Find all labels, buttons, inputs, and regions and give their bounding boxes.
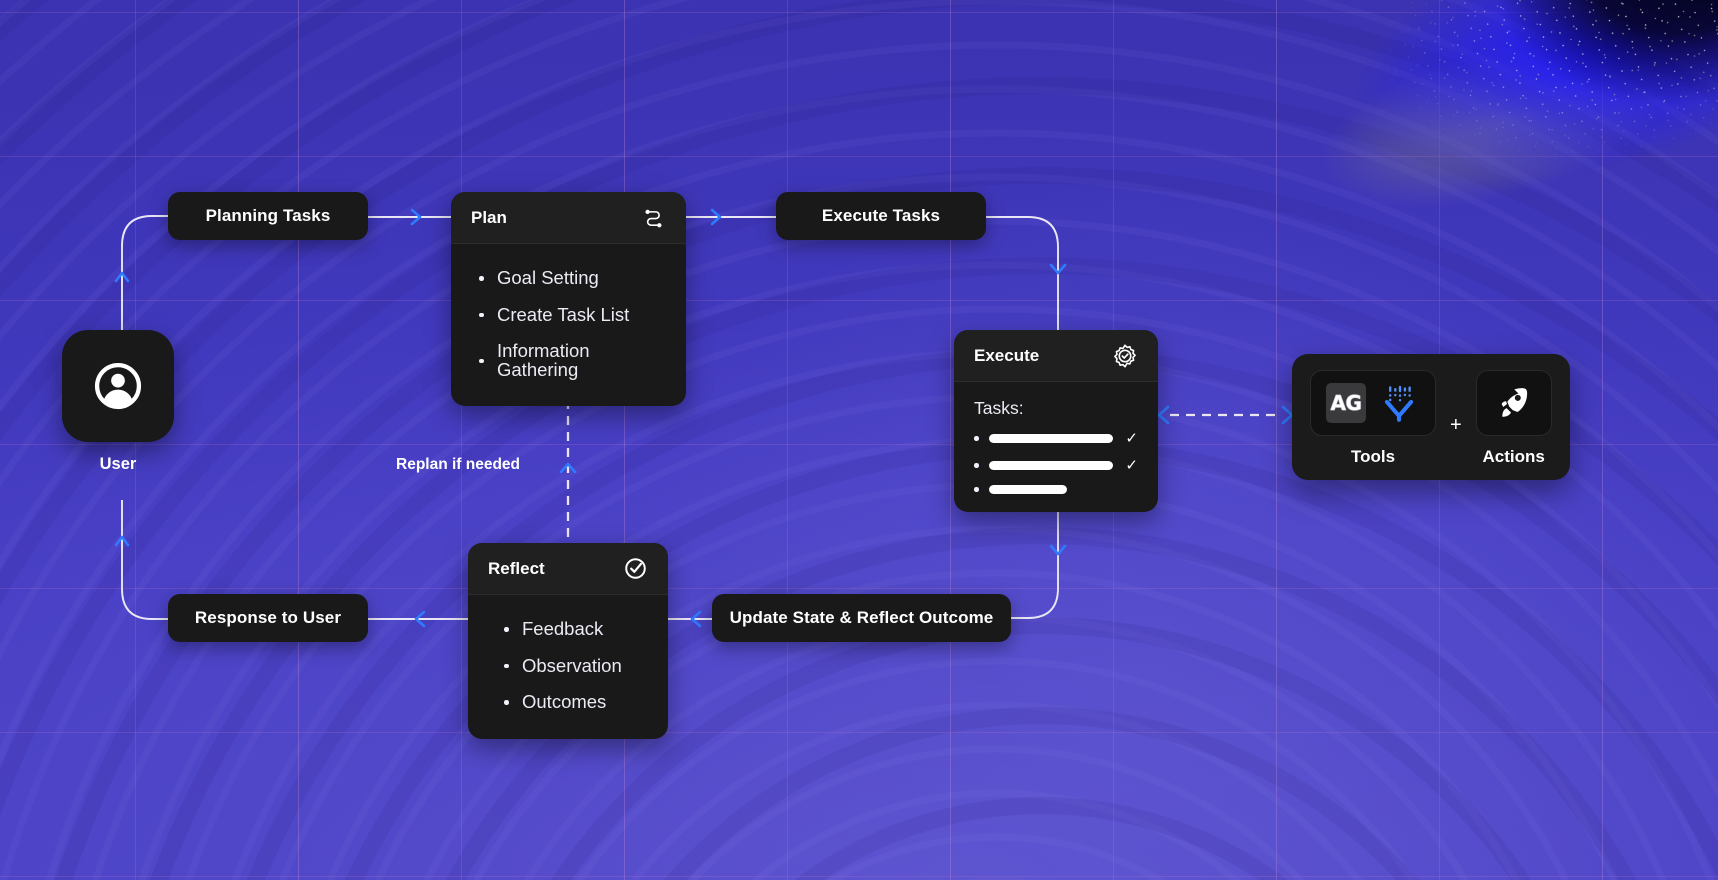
plan-item: Create Task List <box>471 297 666 334</box>
task-bullet-icon <box>974 463 979 468</box>
actions-icon-row <box>1475 370 1552 436</box>
rocket-icon <box>1501 388 1527 417</box>
user-label: User <box>99 455 137 473</box>
user-avatar <box>62 330 174 442</box>
execute-card-header: Execute <box>954 330 1158 382</box>
reflect-card-header: Reflect <box>468 543 668 595</box>
task-list: ✓ ✓ <box>974 431 1138 494</box>
plan-card-title: Plan <box>471 207 507 227</box>
reflect-card-body: Feedback Observation Outcomes <box>468 595 668 739</box>
edge-pill-planning-tasks[interactable]: Planning Tasks <box>168 192 368 240</box>
task-check-icon: ✓ <box>1125 430 1138 447</box>
actions-caption: Actions <box>1482 447 1545 466</box>
tools-actions-panel[interactable]: AG <box>1292 354 1570 480</box>
reflect-item: Outcomes <box>496 684 648 721</box>
user-node[interactable]: User <box>62 330 174 474</box>
edge-pill-execute-tasks[interactable]: Execute Tasks <box>776 192 986 240</box>
task-bar <box>988 434 1114 443</box>
check-circle-icon <box>625 558 646 579</box>
tasks-label: Tasks: <box>974 398 1024 418</box>
gear-badge-icon <box>1114 343 1136 368</box>
edge-pill-response-to-user[interactable]: Response to User <box>168 594 368 642</box>
tools-caption: Tools <box>1350 447 1396 466</box>
task-row: ✓ <box>974 431 1138 446</box>
plan-item: Information Gathering <box>471 333 666 388</box>
user-circle-icon <box>94 362 142 410</box>
plan-card[interactable]: Plan Goal Setting Create Task List Infor… <box>451 192 686 406</box>
execute-card[interactable]: Execute Tasks: ✓ ✓ <box>954 330 1158 512</box>
reflect-card[interactable]: Reflect Feedback Observation Outcomes <box>468 543 668 739</box>
rain-arrow-down-icon <box>1384 385 1414 422</box>
task-bar <box>988 485 1067 494</box>
reflect-item: Feedback <box>496 611 648 648</box>
task-bullet-icon <box>974 436 979 441</box>
plan-card-body: Goal Setting Create Task List Informatio… <box>451 244 686 406</box>
task-bar <box>988 461 1114 470</box>
task-row <box>974 485 1138 494</box>
plan-item: Goal Setting <box>471 260 666 297</box>
task-check-icon: ✓ <box>1125 457 1138 474</box>
task-bullet-icon <box>974 487 979 492</box>
task-row: ✓ <box>974 458 1138 473</box>
reflect-card-title: Reflect <box>488 558 545 578</box>
nebula-decoration <box>1179 0 1718 352</box>
stars-decoration <box>1202 0 1718 328</box>
edge-pill-update-state[interactable]: Update State & Reflect Outcome <box>712 594 1011 642</box>
reflect-items-list: Feedback Observation Outcomes <box>496 611 648 721</box>
actions-group[interactable]: Actions <box>1475 370 1552 467</box>
execute-card-body: Tasks: ✓ ✓ <box>954 382 1158 512</box>
reflect-item: Observation <box>496 648 648 685</box>
route-path-icon <box>645 209 662 228</box>
plus-separator: + <box>1450 414 1462 436</box>
edge-label-replan: Replan if needed <box>396 456 521 473</box>
plan-card-header: Plan <box>451 192 686 244</box>
plan-items-list: Goal Setting Create Task List Informatio… <box>471 260 666 388</box>
ag-badge-icon: AG <box>1326 383 1366 423</box>
tools-group[interactable]: AG <box>1310 370 1436 467</box>
tools-icon-row: AG <box>1310 370 1436 436</box>
execute-card-title: Execute <box>974 345 1040 365</box>
